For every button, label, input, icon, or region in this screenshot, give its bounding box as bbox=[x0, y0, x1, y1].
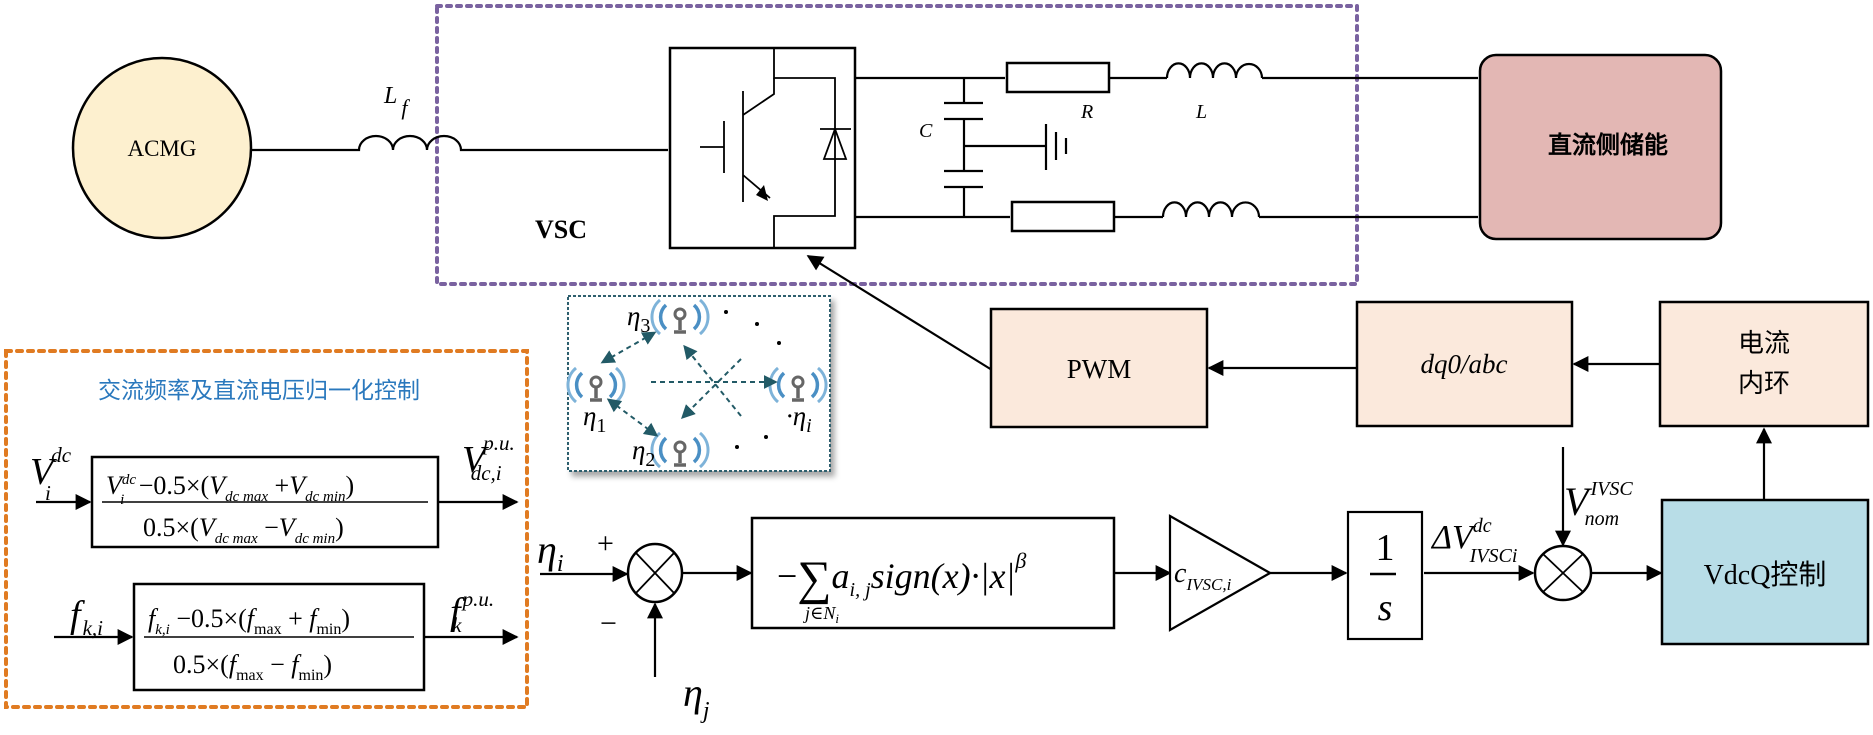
integrator-numerator: 1 bbox=[1376, 527, 1395, 569]
voltage-output-label: Vp.u.dc,i bbox=[462, 431, 515, 485]
pwm-to-vsc-arrow bbox=[806, 255, 993, 371]
minus-sign: − bbox=[600, 607, 617, 640]
normalization-region-border bbox=[4, 349, 529, 709]
vsc-region-border bbox=[435, 4, 1359, 286]
node-etai: ·ηi bbox=[786, 401, 812, 437]
inductor-label: L bbox=[1195, 101, 1207, 123]
current-loop-line2: 内环 bbox=[1738, 369, 1790, 399]
communication-network: η3 η1 η2 ·ηi bbox=[566, 295, 831, 472]
node-eta1: η1 bbox=[583, 401, 606, 437]
frequency-input-label: fk,i bbox=[70, 594, 103, 640]
node-eta2: η2 bbox=[632, 435, 655, 471]
current-loop-line1: 电流 bbox=[1738, 329, 1790, 359]
vsc-label: VSC bbox=[535, 215, 587, 244]
inductor-bottom bbox=[1161, 201, 1261, 218]
dc-storage-block: 直流侧储能 bbox=[1478, 53, 1723, 241]
frequency-numerator: fk,i −0.5×(fmax + fmin) bbox=[148, 604, 350, 638]
consensus-law-expression: −∑ai, jsign(x)·|x|β bbox=[777, 548, 1026, 605]
acmg-label: ACMG bbox=[127, 136, 196, 161]
resistor-label: R bbox=[1080, 101, 1093, 123]
sum-junction-2 bbox=[1533, 544, 1593, 602]
capacitor-label: C bbox=[919, 120, 933, 142]
pwm-block: PWM bbox=[989, 307, 1209, 429]
inductor-top bbox=[1165, 62, 1264, 79]
igbt-switch bbox=[668, 46, 857, 250]
plus-sign: + bbox=[597, 527, 614, 560]
vdcq-control-block: VdcQ控制 bbox=[1660, 498, 1870, 646]
vdcq-label: VdcQ控制 bbox=[1704, 559, 1827, 591]
gain-block: cIVSC,i bbox=[1168, 514, 1273, 632]
normalization-title: 交流频率及直流电压归一化控制 bbox=[98, 378, 420, 404]
frequency-output-label: fp.u.k bbox=[450, 587, 494, 637]
integrator-block: 1 s bbox=[1346, 510, 1424, 641]
eta-i-input-label: ηi bbox=[537, 527, 564, 577]
current-inner-loop-block: 电流 内环 bbox=[1658, 300, 1870, 428]
dc-storage-label: 直流侧储能 bbox=[1548, 131, 1668, 159]
resistor-top bbox=[1005, 61, 1111, 94]
node-eta3: η3 bbox=[627, 301, 650, 337]
filter-inductor bbox=[357, 134, 571, 152]
sum-index-label: j∈Ni bbox=[803, 603, 839, 626]
consensus-law-block: −∑ai, jsign(x)·|x|β j∈Ni bbox=[750, 516, 1116, 630]
frequency-denominator: 0.5×(fmax − fmin) bbox=[173, 650, 332, 684]
integrator-denominator: s bbox=[1378, 587, 1393, 629]
gain-label: cIVSC,i bbox=[1174, 558, 1232, 594]
pwm-label: PWM bbox=[1067, 354, 1132, 384]
voltage-denominator: 0.5×(Vdc max −Vdc min) bbox=[143, 513, 344, 547]
dq0abc-block: dq0/abc bbox=[1355, 300, 1574, 428]
dq0abc-label: dq0/abc bbox=[1421, 349, 1508, 379]
frequency-normalization: fk,i fk,i −0.5×(fmax + fmin) 0.5×(fmax −… bbox=[54, 582, 519, 692]
acmg-source: ACMG bbox=[71, 56, 253, 240]
sum-junction-1 bbox=[626, 542, 684, 604]
dc-capacitors: C bbox=[919, 78, 1068, 217]
resistor-bottom bbox=[1010, 200, 1116, 233]
eta-j-input-label: ηj bbox=[683, 670, 710, 724]
